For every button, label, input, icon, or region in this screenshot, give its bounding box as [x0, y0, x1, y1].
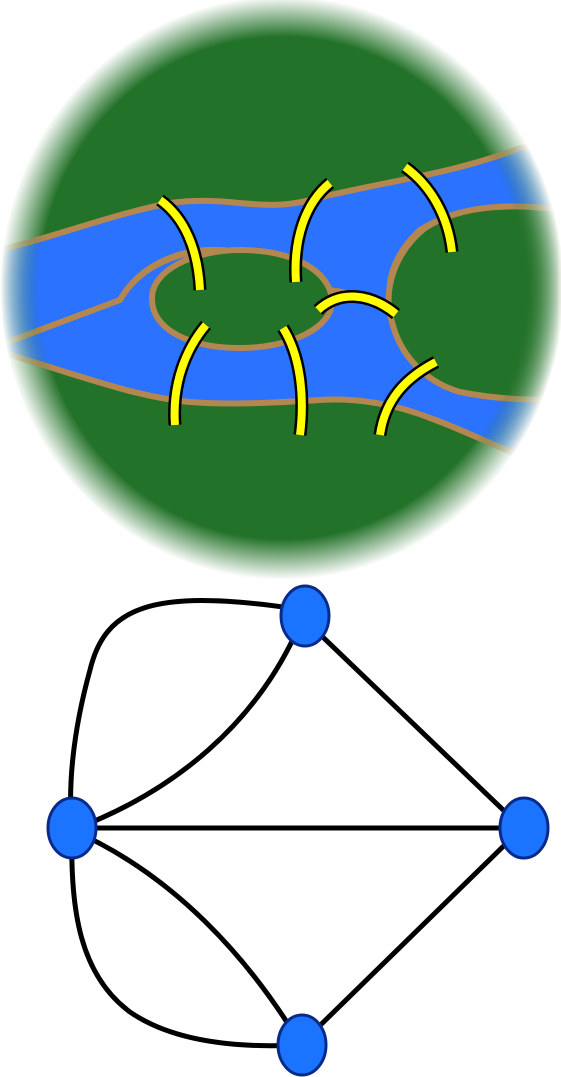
edge-north-east: [305, 620, 522, 828]
node-east-land: [500, 798, 548, 858]
edge-island-south-outer: [72, 832, 300, 1046]
edge-south-east: [300, 828, 522, 1045]
node-island: [48, 798, 96, 858]
river-map: [0, 0, 561, 580]
node-north-bank: [281, 586, 329, 646]
node-south-bank: [278, 1015, 326, 1075]
edge-north-island-inner: [72, 635, 295, 830]
edge-island-south-inner: [72, 830, 300, 1043]
edge-north-island-outer: [71, 601, 290, 830]
island: [152, 250, 332, 348]
multigraph: [71, 601, 522, 1046]
